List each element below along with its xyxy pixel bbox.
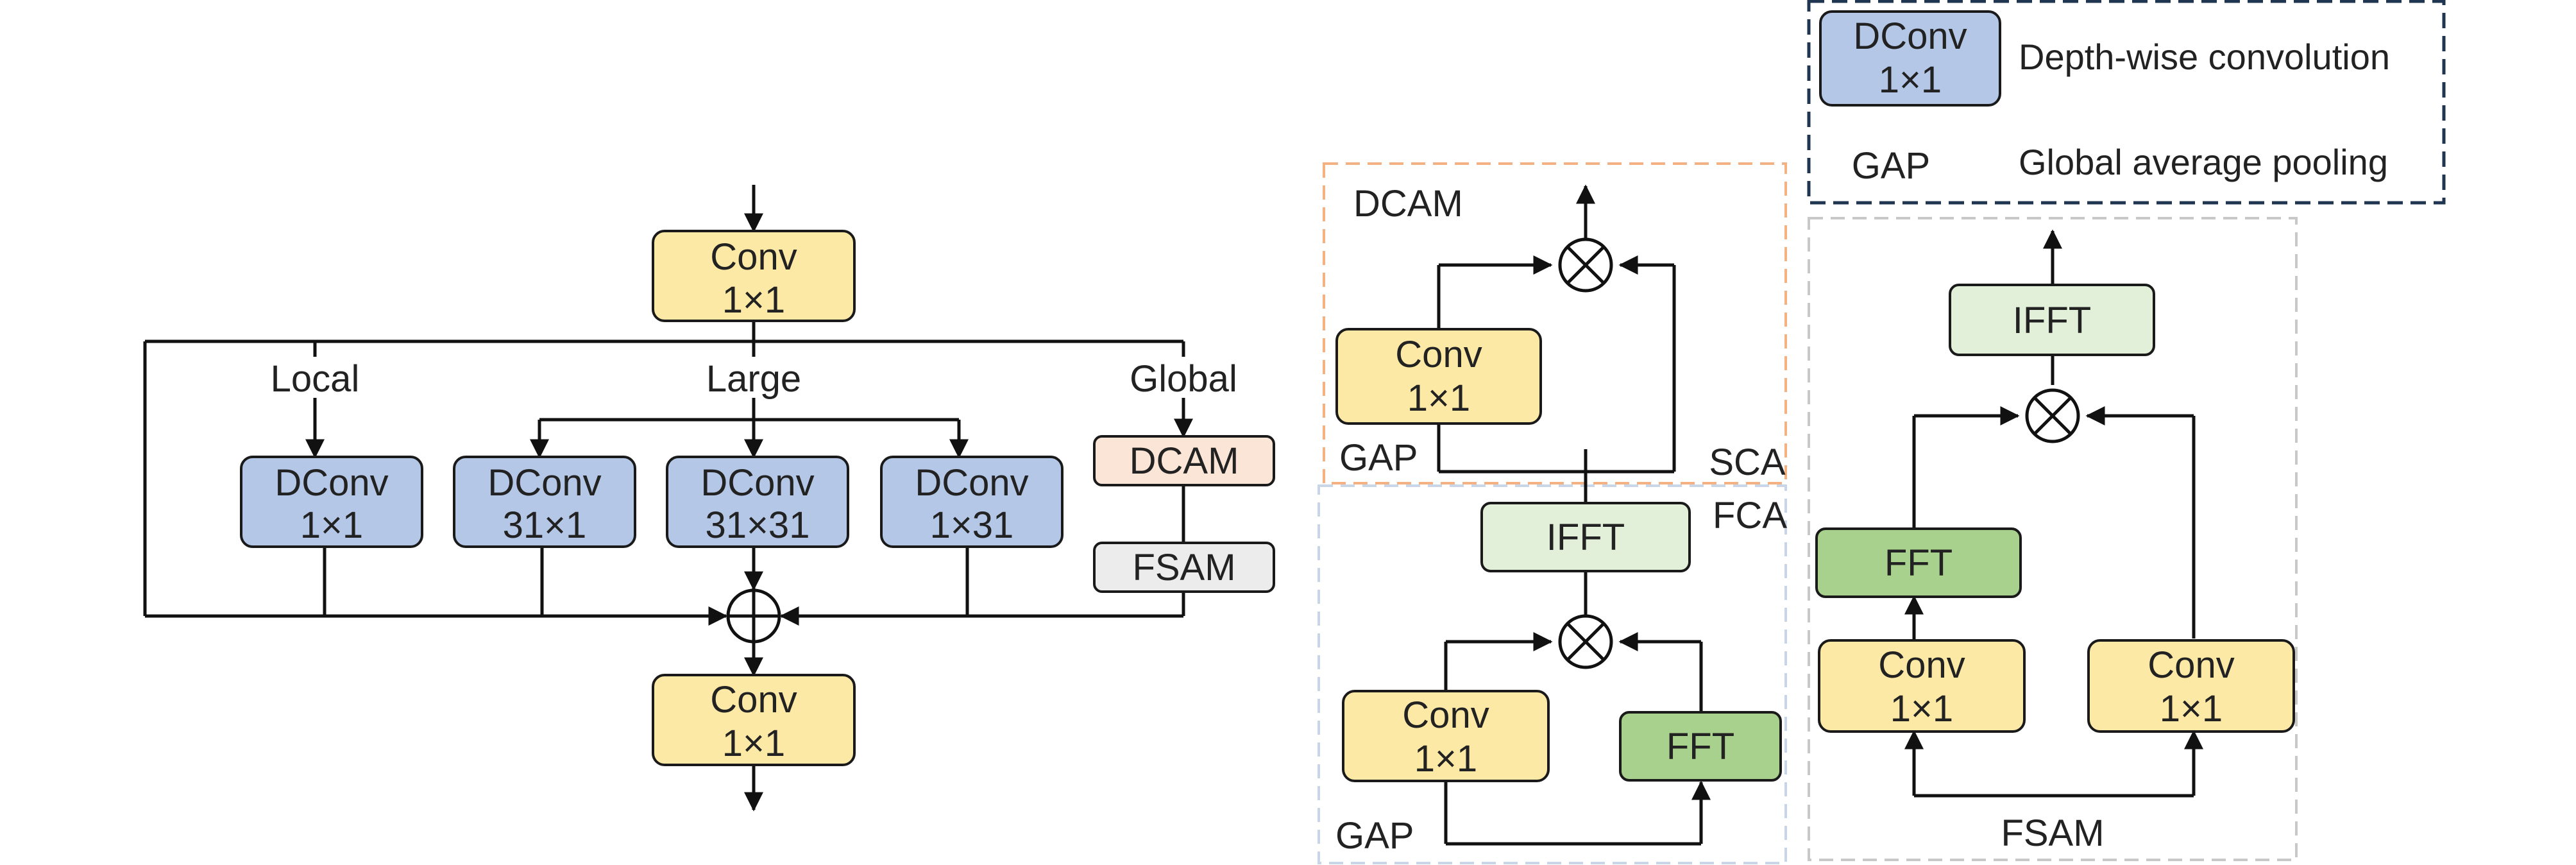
- right-ifft-box: [1949, 284, 2155, 356]
- fca-conv-size: 1×1: [1414, 738, 1477, 780]
- branch-local-label: Local: [271, 358, 360, 400]
- middle-lines: [1437, 184, 1711, 846]
- gap-top-label: GAP: [1339, 437, 1418, 479]
- right-frames: [1808, 217, 2298, 861]
- right-lines: [1904, 229, 2203, 798]
- dcam-conv-label: Conv: [1395, 334, 1482, 375]
- branch-global-label: Global: [1130, 358, 1237, 400]
- right-conv-left-label: Conv: [1878, 644, 1965, 686]
- dconv-1x31-box: [880, 456, 1063, 548]
- dconv-local-size: 1×1: [300, 504, 363, 546]
- dconv-local-box: [240, 456, 423, 548]
- conv-top-size: 1×1: [722, 279, 785, 321]
- dcam-title: DCAM: [1353, 183, 1463, 225]
- fsam-box: [1093, 542, 1275, 593]
- conv-bottom-label: Conv: [710, 679, 797, 721]
- dcam-label: DCAM: [1130, 440, 1239, 482]
- dconv-31x1-size: 31×1: [503, 504, 587, 546]
- legend-dconv-desc: Depth-wise convolution: [2019, 37, 2390, 77]
- dconv-local-label: DConv: [275, 462, 388, 504]
- dconv-31x1-label: DConv: [487, 462, 601, 504]
- legend-gap-desc: Global average pooling: [2019, 142, 2388, 182]
- legend-dconv-label: DConv: [1853, 15, 1967, 57]
- right-ifft-label: IFFT: [2013, 300, 2091, 341]
- right-conv-right-size: 1×1: [2160, 688, 2223, 730]
- legend-dconv-box: [1819, 10, 2001, 107]
- right-conv-right-box: [2087, 639, 2295, 733]
- dconv-31x1-box: [453, 456, 636, 548]
- fca-frame: [1318, 484, 1787, 864]
- fsam-frame: [1808, 217, 2298, 861]
- fca-label: FCA: [1713, 495, 1787, 536]
- dcam-conv-size: 1×1: [1407, 377, 1470, 419]
- conv-top-label: Conv: [710, 236, 797, 278]
- fca-conv-label: Conv: [1402, 694, 1489, 736]
- middle-frames: [1318, 162, 1787, 864]
- right-fft-label: FFT: [1885, 542, 1953, 584]
- middle-fft-box: [1619, 711, 1782, 782]
- conv-top-box: [652, 230, 856, 322]
- middle-ifft-label: IFFT: [1546, 517, 1625, 558]
- left-boxes: Conv 1×1 Local Large Global DConv 1×1 DC…: [240, 230, 1275, 766]
- right-boxes: IFFT FFT Conv 1×1 Conv 1×1 FSAM: [1815, 284, 2295, 854]
- dcam-conv-box: [1335, 328, 1542, 425]
- branch-large-label: Large: [706, 358, 801, 400]
- legend-dconv-size: 1×1: [1879, 59, 1942, 101]
- conv-bottom-box: [652, 674, 856, 766]
- dcam-frame: [1323, 162, 1787, 484]
- dcam-box: [1093, 435, 1275, 486]
- middle-ifft-box: [1480, 502, 1691, 572]
- right-conv-left-box: [1818, 639, 2026, 733]
- fca-conv-box: [1342, 690, 1550, 782]
- legend: DConv 1×1 Depth-wise convolution GAP Glo…: [1807, 0, 2446, 205]
- sca-label: SCA: [1709, 441, 1786, 483]
- gap-bottom-label: GAP: [1335, 815, 1414, 857]
- dconv-1x31-label: DConv: [915, 462, 1028, 504]
- middle-fft-label: FFT: [1666, 726, 1734, 767]
- right-fft-box: [1815, 527, 2022, 598]
- right-conv-right-label: Conv: [2148, 644, 2234, 686]
- right-conv-left-size: 1×1: [1890, 688, 1953, 730]
- dconv-31x31-size: 31×31: [706, 504, 810, 546]
- legend-frame: [1807, 0, 2446, 205]
- legend-gap-label: GAP: [1852, 145, 1931, 187]
- dconv-31x31-label: DConv: [700, 462, 814, 504]
- fsam-title: FSAM: [2001, 812, 2104, 854]
- conv-bottom-size: 1×1: [722, 723, 785, 764]
- fsam-label: FSAM: [1132, 547, 1235, 588]
- middle-boxes: DCAM Conv 1×1 GAP SCA FCA IFFT Conv 1×1 …: [1335, 183, 1787, 857]
- dconv-31x31-box: [666, 456, 849, 548]
- left-block: [143, 185, 1193, 812]
- dconv-1x31-size: 1×31: [930, 504, 1014, 546]
